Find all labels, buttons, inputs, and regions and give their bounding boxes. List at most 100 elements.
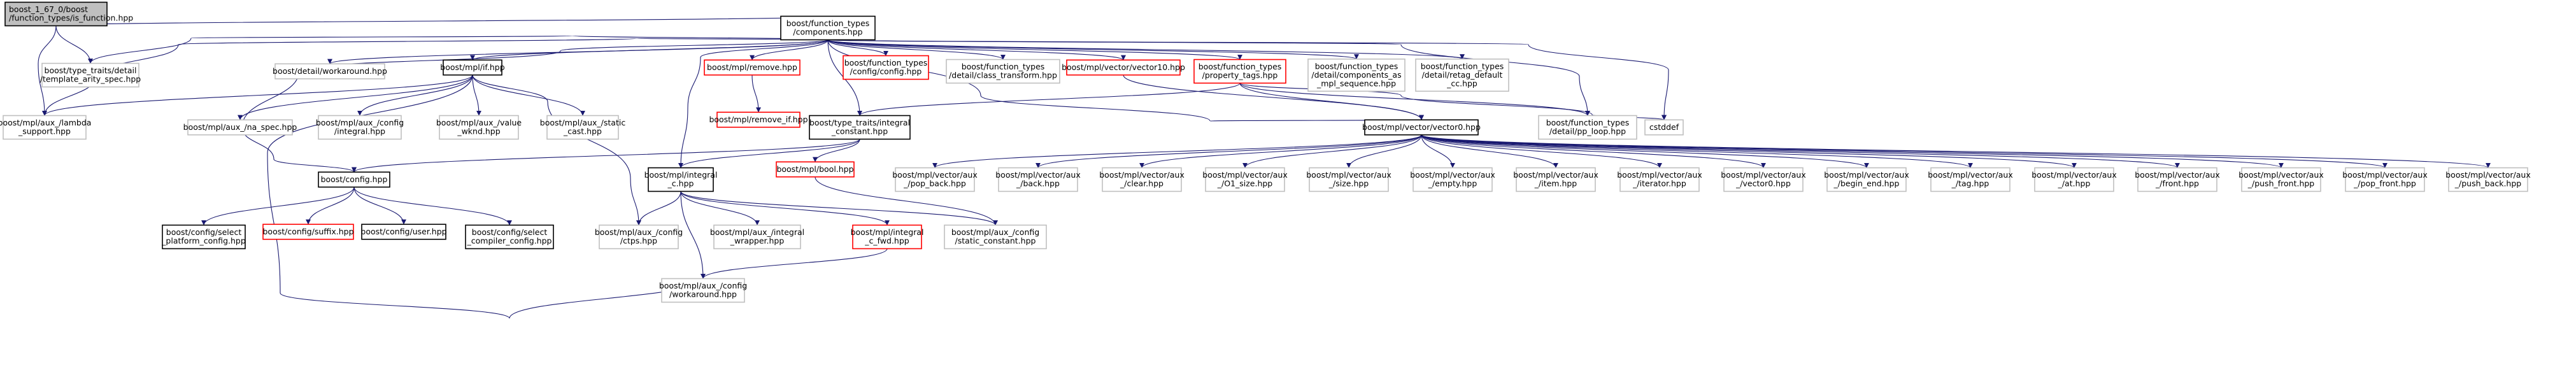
node-mpl-remove[interactable]: boost/mpl/remove.hpp (704, 59, 801, 76)
node-box (318, 115, 402, 140)
node-box (809, 115, 911, 140)
node-suffix[interactable]: boost/config/suffix.hpp (262, 224, 354, 240)
node-remove-if[interactable]: boost/mpl/remove_if.hpp (709, 111, 808, 128)
node-push-front[interactable]: boost/mpl/vector/aux_/push_front.hpp (2238, 167, 2324, 192)
node-label: boost/mpl/vector/aux_/push_back.hpp (2445, 170, 2531, 188)
edge-integral_c-to-static_constant (680, 191, 998, 225)
node-label-line: /function_types/is_function.hpp (9, 13, 133, 23)
node-static-cast[interactable]: boost/mpl/aux_/static_cast.hpp (540, 115, 626, 140)
node-label-line: boost/mpl/aux_/integral (710, 227, 804, 237)
node-label: boost/mpl/vector/aux_/push_front.hpp (2238, 170, 2324, 188)
node-aux-vector0[interactable]: boost/mpl/vector/aux_/vector0.hpp (1721, 167, 1806, 192)
node-root[interactable]: boost_1_67_0/boost/function_types/is_fun… (4, 1, 133, 27)
node-class-transform[interactable]: boost/function_types/detail/class_transf… (946, 59, 1060, 84)
node-box (780, 15, 876, 41)
node-boost-config[interactable]: boost/config.hpp (318, 171, 390, 188)
node-label: cstddef (1649, 122, 1679, 132)
node-label-line: /static_constant.hpp (955, 236, 1036, 246)
node-select-platform[interactable]: boost/config/select_platform_config.hpp (161, 224, 246, 250)
node-mpl-if[interactable]: boost/mpl/if.hpp (440, 59, 505, 76)
node-label: boost/mpl/vector/aux_/pop_front.hpp (2342, 170, 2428, 188)
node-label-line: boost/mpl/vector/aux (1824, 170, 1909, 180)
node-user[interactable]: boost/config/user.hpp (360, 224, 447, 240)
node-components-as-mpl[interactable]: boost/function_types/detail/components_a… (1307, 58, 1405, 92)
node-pop-front[interactable]: boost/mpl/vector/aux_/pop_front.hpp (2342, 167, 2428, 192)
node-label-line: boost/config/select (166, 227, 242, 237)
node-box (274, 63, 385, 80)
edge-components-to-mpl_if (470, 39, 829, 60)
node-label-line: boost/config.hpp (321, 174, 388, 184)
node-label: boost_1_67_0/boost/function_types/is_fun… (9, 4, 133, 23)
edge-vector0-to-back (1035, 134, 1422, 168)
node-label: boost/function_types/detail/components_a… (1311, 61, 1401, 88)
node-clear[interactable]: boost/mpl/vector/aux_/clear.hpp (1099, 167, 1185, 192)
node-lambda-support[interactable]: boost/mpl/aux_/lambda_support.hpp (0, 115, 91, 140)
node-front[interactable]: boost/mpl/vector/aux_/front.hpp (2135, 167, 2220, 192)
edge-vector0-to-push_front (1421, 134, 2284, 168)
node-template-arity[interactable]: boost/type_traits/detail/template_arity_… (40, 62, 141, 88)
edge-mpl_if-to-config_workaround (267, 75, 706, 319)
node-label-line: boost/mpl/vector/aux (2342, 170, 2428, 180)
node-label-line: boost/function_types (1199, 62, 1282, 71)
node-label: boost/mpl/vector/aux_/begin_end.hpp (1824, 170, 1909, 188)
node-pp-loop[interactable]: boost/function_types/detail/pp_loop.hpp (1538, 115, 1637, 140)
node-label: boost/mpl/vector/aux_/tag.hpp (1928, 170, 2013, 188)
node-vector10[interactable]: boost/mpl/vector/vector10.hpp (1062, 59, 1185, 76)
edge-boost_config-to-select_compiler (353, 187, 512, 225)
node-integral-c[interactable]: boost/mpl/integral_c.hpp (644, 167, 718, 192)
node-tag[interactable]: boost/mpl/vector/aux_/tag.hpp (1928, 167, 2013, 192)
node-label: boost/function_types/components.hpp (786, 18, 870, 37)
node-label-line: boost/mpl/vector/aux (2445, 170, 2531, 180)
node-ft-config[interactable]: boost/function_types/config/config.hpp (843, 55, 929, 80)
node-vector0[interactable]: boost/mpl/vector/vector0.hpp (1362, 119, 1481, 136)
node-integral-c-fwd[interactable]: boost/mpl/integral_c_fwd.hpp (851, 224, 924, 250)
node-label: boost/mpl/aux_/na_spec.hpp (183, 122, 297, 132)
node-label-line: _/tag.hpp (1951, 179, 1989, 188)
node-integral-wrapper[interactable]: boost/mpl/aux_/integral_wrapper.hpp (710, 224, 804, 250)
node-value-wknd[interactable]: boost/mpl/aux_/value_wknd.hpp (436, 115, 522, 140)
node-box (716, 111, 801, 128)
node-label-line: _/at.hpp (2058, 179, 2091, 188)
node-empty[interactable]: boost/mpl/vector/aux_/empty.hpp (1410, 167, 1495, 192)
edge-vector0-to-push_back (1421, 134, 2491, 168)
node-label-line: /detail/components_as (1311, 70, 1401, 80)
node-size[interactable]: boost/mpl/vector/aux_/size.hpp (1306, 167, 1391, 192)
edge-components-to-retag_default_cc (827, 39, 1465, 60)
node-config-workaround[interactable]: boost/mpl/aux_/config/workaround.hpp (659, 278, 747, 303)
node-select-compiler[interactable]: boost/config/select_compiler_config.hpp (465, 224, 554, 250)
node-static-constant[interactable]: boost/mpl/aux_/config/static_constant.hp… (944, 224, 1047, 250)
node-box (4, 1, 108, 27)
node-workaround[interactable]: boost/detail/workaround.hpp (273, 63, 387, 80)
node-begin-end[interactable]: boost/mpl/vector/aux_/begin_end.hpp (1824, 167, 1909, 192)
edges-layer (38, 15, 2491, 319)
node-push-back[interactable]: boost/mpl/vector/aux_/push_back.hpp (2445, 167, 2531, 192)
node-box (852, 224, 922, 250)
node-config-integral[interactable]: boost/mpl/aux_/config/integral.hpp (316, 115, 404, 140)
node-label-line: boost/mpl/vector/aux (2032, 170, 2117, 180)
node-iterator[interactable]: boost/mpl/vector/aux_/iterator.hpp (1617, 167, 1702, 192)
node-item[interactable]: boost/mpl/vector/aux_/item.hpp (1513, 167, 1598, 192)
node-integral-constant[interactable]: boost/type_traits/integral_constant.hpp (809, 115, 911, 140)
node-back[interactable]: boost/mpl/vector/aux_/back.hpp (995, 167, 1081, 192)
node-label: boost/detail/workaround.hpp (273, 66, 387, 76)
node-mpl-bool[interactable]: boost/mpl/bool.hpp (776, 161, 855, 178)
node-na-spec[interactable]: boost/mpl/aux_/na_spec.hpp (183, 119, 297, 136)
node-o1-size[interactable]: boost/mpl/vector/aux_/O1_size.hpp (1202, 167, 1288, 192)
node-box (944, 224, 1047, 250)
node-label-line: boost/mpl/vector/aux (892, 170, 978, 180)
node-box (361, 224, 446, 240)
edge-vector0-to-empty (1421, 134, 1455, 168)
node-retag-default-cc[interactable]: boost/function_types/detail/retag_defaul… (1415, 58, 1509, 92)
node-label: boost/config/suffix.hpp (263, 227, 354, 236)
node-label-line: boost/mpl/integral (851, 227, 924, 237)
edge-vector0-to-pop_back (932, 134, 1422, 168)
edge-integral_c_fwd-to-config_workaround (701, 248, 888, 279)
node-components[interactable]: boost/function_types/components.hpp (780, 15, 876, 41)
node-label-line: boost/mpl/aux_/na_spec.hpp (183, 122, 297, 132)
node-label-line: boost/mpl/vector/aux (2238, 170, 2324, 180)
node-pop-back[interactable]: boost/mpl/vector/aux_/pop_back.hpp (892, 167, 978, 192)
node-property-tags[interactable]: boost/function_types/property_tags.hpp (1193, 59, 1286, 84)
node-cstddef[interactable]: cstddef (1644, 119, 1684, 136)
node-at[interactable]: boost/mpl/vector/aux_/at.hpp (2032, 167, 2117, 192)
node-ctps[interactable]: boost/mpl/aux_/config/ctps.hpp (595, 224, 683, 250)
